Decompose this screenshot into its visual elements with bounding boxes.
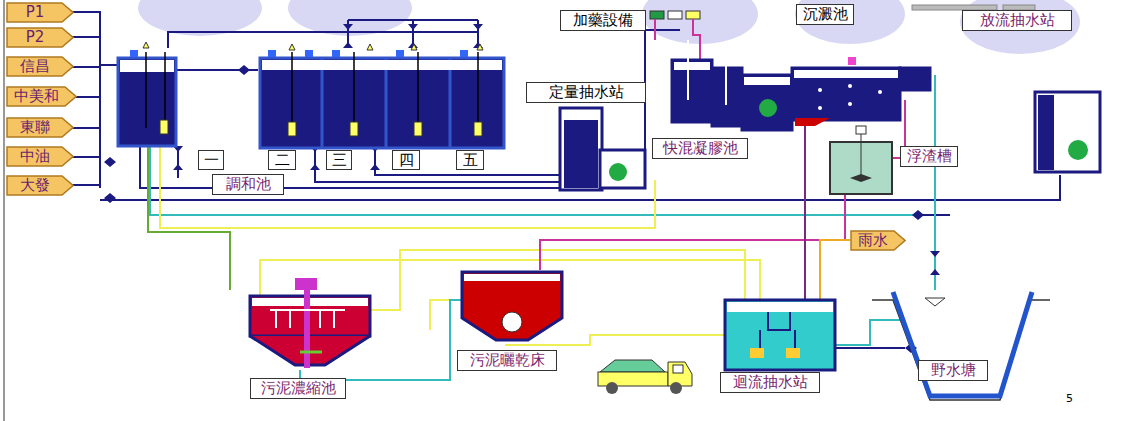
label-text: P2 [26, 29, 45, 46]
source-tag: 雨水 [850, 230, 906, 251]
source-tag: 中油 [6, 146, 74, 167]
unit-label: 野水塘 [918, 360, 988, 381]
label-text: 一 [204, 152, 219, 169]
label-text: 四 [399, 152, 414, 169]
source-tag: P1 [6, 2, 74, 23]
unit-label: 污泥濃縮池 [250, 378, 346, 399]
unit-label: 一 [198, 150, 224, 170]
label-text: 加藥設備 [573, 12, 633, 29]
label-text: 放流抽水站 [980, 12, 1055, 29]
label-text: 定量抽水站 [549, 84, 624, 101]
source-tag: P2 [6, 27, 74, 48]
unit-label: 快混凝膠池 [652, 138, 748, 159]
unit-label: 二 [268, 150, 296, 170]
tag-shape [7, 147, 73, 166]
label-text: P1 [26, 4, 45, 21]
label-text: 浮渣槽 [907, 148, 952, 165]
tag-shape [7, 87, 76, 106]
label-text: 沉澱池 [803, 6, 848, 23]
unit-label: 放流抽水站 [962, 10, 1072, 31]
source-tag: 中美和 [6, 86, 77, 107]
unit-label: 浮渣槽 [900, 146, 958, 167]
label-text: 信昌 [20, 58, 50, 75]
unit-label: 調和池 [212, 174, 284, 195]
unit-label: 迴流抽水站 [720, 372, 820, 393]
source-tag: 大發 [6, 175, 74, 196]
label-text: 五 [463, 152, 478, 169]
tag-shape [7, 118, 73, 137]
tag-shape [7, 28, 73, 47]
unit-label: 五 [456, 150, 484, 170]
source-tag: 東聯 [6, 117, 74, 138]
source-tag: 信昌 [6, 56, 74, 77]
label-text: 中油 [20, 148, 50, 165]
unit-label: 定量抽水站 [526, 82, 646, 103]
unit-label: 污泥曬乾床 [457, 350, 557, 371]
tag-shape [7, 57, 73, 76]
label-text: 中美和 [14, 88, 59, 105]
unit-label: 三 [326, 150, 352, 170]
label-text: 調和池 [226, 176, 271, 193]
label-text: 二 [275, 152, 290, 169]
tag-shape [7, 176, 73, 195]
unit-label: 四 [392, 150, 420, 170]
label-text: 三 [332, 152, 347, 169]
label-text: 污泥濃縮池 [261, 380, 336, 397]
label-text: 東聯 [20, 119, 50, 136]
tag-shape [7, 3, 73, 22]
unit-label: 加藥設備 [560, 10, 646, 31]
label-text: 雨水 [858, 232, 888, 249]
label-text: 野水塘 [931, 362, 976, 379]
unit-label: 沉澱池 [796, 4, 854, 25]
tag-shape [851, 231, 905, 250]
label-text: 快混凝膠池 [663, 140, 738, 157]
label-text: 污泥曬乾床 [470, 352, 545, 369]
label-text: 大發 [20, 177, 50, 194]
label-text: 迴流抽水站 [733, 374, 808, 391]
page-number: 5 [1066, 392, 1073, 405]
